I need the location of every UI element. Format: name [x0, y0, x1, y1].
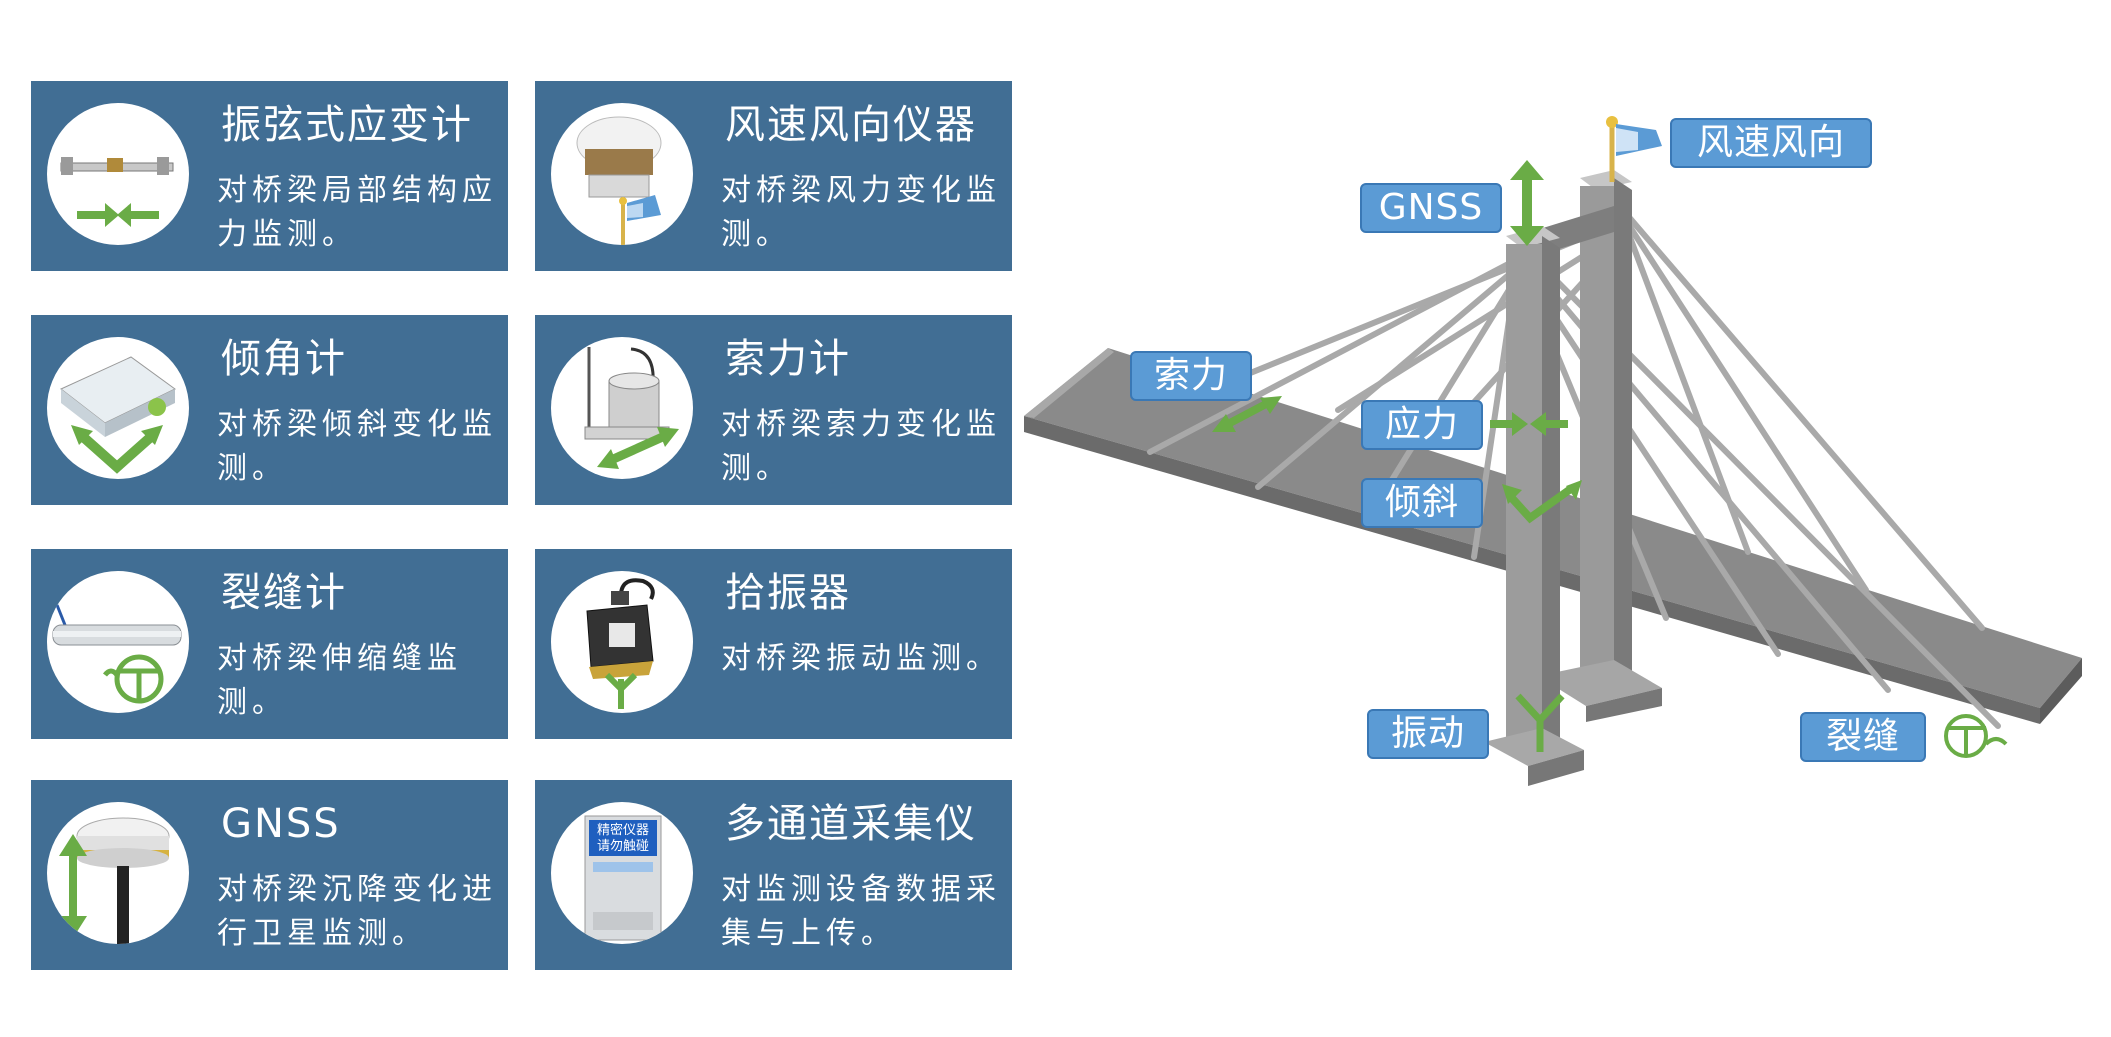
- sensor-title: 拾振器: [725, 570, 851, 616]
- gnss-receiver-icon: [47, 802, 189, 944]
- label-vibration: 振动: [1367, 709, 1489, 759]
- sensor-title: 风速风向仪器: [725, 102, 977, 148]
- collector-sign-line2: 请勿触碰: [597, 839, 649, 854]
- sensor-card-cable-force: 索力计 对桥梁索力变化监测。: [535, 315, 1012, 505]
- sensor-title: 多通道采集仪: [725, 801, 977, 847]
- sensor-description: 对桥梁索力变化监测。: [721, 407, 1001, 486]
- sensor-title: 倾角计: [221, 336, 347, 382]
- sensor-description: 对监测设备数据采集与上传。: [721, 872, 1001, 951]
- sensor-card-collector: 精密仪器 请勿触碰 多通道采集仪 对监测设备数据采集与上传。: [535, 780, 1012, 970]
- sensor-card-vibration: 拾振器 对桥梁振动监测。: [535, 549, 1012, 739]
- cable-force-arrow-icon: [1212, 396, 1282, 432]
- crack-gauge-icon: [1944, 714, 2008, 758]
- sensor-description: 对桥梁倾斜变化监测。: [217, 407, 497, 486]
- sensor-card-inclinometer: 倾角计 对桥梁倾斜变化监测。: [31, 315, 508, 505]
- label-gnss: GNSS: [1360, 183, 1502, 233]
- sensor-description: 对桥梁沉降变化进行卫星监测。: [217, 872, 497, 951]
- sensor-title: GNSS: [221, 801, 341, 847]
- label-tilt: 倾斜: [1361, 478, 1483, 528]
- front-pylon: [1484, 226, 1584, 786]
- tilt-arrows-icon: [1502, 480, 1582, 524]
- label-cable-force: 索力: [1130, 351, 1252, 401]
- data-acquisition-icon: 精密仪器 请勿触碰: [551, 802, 693, 944]
- vibration-pickup-icon: [551, 571, 693, 713]
- crack-meter-icon: [47, 571, 189, 713]
- label-wind: 风速风向: [1670, 118, 1872, 168]
- label-stress: 应力: [1361, 400, 1483, 450]
- rear-pylon: [1538, 170, 1662, 722]
- strain-gauge-icon: [47, 103, 189, 245]
- sensor-description: 对桥梁风力变化监测。: [721, 173, 1001, 252]
- sensor-description: 对桥梁局部结构应力监测。: [217, 173, 497, 252]
- label-crack: 裂缝: [1800, 712, 1926, 762]
- gnss-vertical-arrow-icon: [1510, 160, 1544, 246]
- sensor-description: 对桥梁振动监测。: [721, 641, 1001, 676]
- sensor-card-crack-meter: 裂缝计 对桥梁伸缩缝监测。: [31, 549, 508, 739]
- sensor-title: 索力计: [725, 336, 851, 382]
- sensor-title: 振弦式应变计: [221, 102, 473, 148]
- cable-force-meter-icon: [551, 337, 693, 479]
- anemometer-icon: [551, 103, 693, 245]
- sensor-title: 裂缝计: [221, 570, 347, 616]
- wind-vane-icon: [1606, 116, 1662, 182]
- sensor-card-anemometer: 风速风向仪器 对桥梁风力变化监测。: [535, 81, 1012, 271]
- sensor-card-strain-gauge: 振弦式应变计 对桥梁局部结构应力监测。: [31, 81, 508, 271]
- sensor-description: 对桥梁伸缩缝监测。: [217, 641, 462, 720]
- stress-arrows-icon: [1490, 412, 1568, 436]
- sensor-card-gnss: GNSS 对桥梁沉降变化进行卫星监测。: [31, 780, 508, 970]
- vibration-arrows-icon: [1515, 693, 1565, 752]
- collector-sign-line1: 精密仪器: [597, 822, 649, 838]
- inclinometer-icon: [47, 337, 189, 479]
